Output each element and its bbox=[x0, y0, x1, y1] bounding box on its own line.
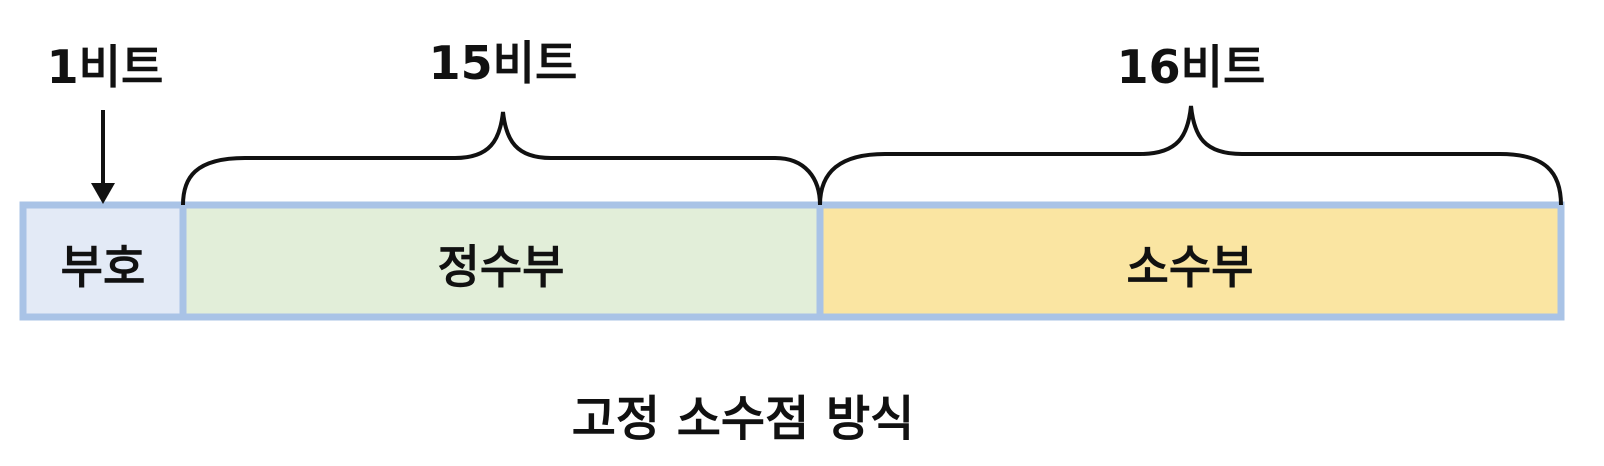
sign-arrow bbox=[91, 110, 115, 204]
integer-brace bbox=[181, 111, 822, 206]
sign-field-box bbox=[19, 201, 187, 321]
integer-field-label: 정수부 bbox=[437, 240, 565, 294]
fraction-bits-label: 16비트 bbox=[1116, 40, 1266, 94]
integer-field-box bbox=[179, 201, 824, 321]
fraction-field-label: 소수부 bbox=[1126, 240, 1254, 294]
sign-field-label: 부호 bbox=[60, 240, 146, 294]
integer-bits-label: 15비트 bbox=[428, 36, 578, 90]
diagram-caption: 고정 소수점 방식 bbox=[571, 391, 915, 447]
sign-bits-label: 1비트 bbox=[46, 40, 164, 94]
fraction-field-box bbox=[816, 201, 1565, 321]
fraction-brace bbox=[818, 105, 1563, 206]
